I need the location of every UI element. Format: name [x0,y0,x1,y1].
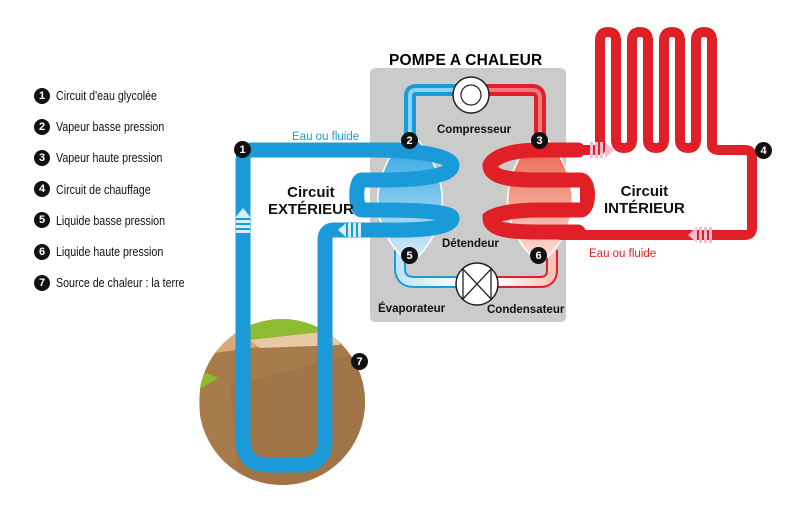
legend-number: 3 [34,149,50,166]
legend-text: Circuit d'eau glycolée [56,88,158,104]
legend-number: 1 [34,87,50,104]
outside-circuit-title: Circuit EXTÉRIEUR [268,184,354,218]
outside-circuit-line1: Circuit [287,184,335,201]
legend-item: 3 Vapeur haute pression [34,142,213,173]
heat-pump-panel [370,68,566,322]
flow-arrow-left-hot [688,227,712,243]
legend-number: 5 [34,212,50,229]
ground-loop-pipe [235,320,333,473]
legend-number: 4 [34,181,50,198]
legend-text: Source de chaleur : la terre [56,275,185,291]
legend-item: 5 Liquide basse pression [34,205,213,236]
diagram-title: POMPE A CHALEUR [389,52,543,69]
inside-circuit-line2: INTÉRIEUR [604,200,685,217]
compressor-label: Compresseur [437,124,512,136]
evaporator-label: Évaporateur [378,303,446,315]
legend-number: 7 [34,274,50,291]
badge-5: 5 [401,247,418,264]
legend-number: 6 [34,243,50,260]
refrigerant-hot-loop [478,84,558,288]
legend-text: Vapeur basse pression [56,119,165,135]
expansion-valve-label: Détendeur [442,238,499,250]
legend-number: 2 [34,118,50,135]
badge-4: 4 [755,142,772,159]
compressor-icon [452,76,490,114]
badge-2: 2 [401,132,418,149]
inside-fluid-label: Eau ou fluide [589,248,657,260]
inside-circuit-line1: Circuit [620,183,669,200]
legend-text: Liquide haute pression [56,244,164,260]
badge-3: 3 [531,132,548,149]
inside-circuit-title: Circuit INTÉRIEUR [604,183,685,217]
refrigerant-cold-loop [394,84,466,288]
inside-circuit-pipe [555,27,757,240]
badge-1: 1 [234,141,251,158]
outside-fluid-label: Eau ou fluide [292,131,360,143]
flow-arrow-right [590,142,614,158]
legend-item: 1 Circuit d'eau glycolée [34,80,213,111]
legend-text: Circuit de chauffage [56,181,151,197]
flow-arrow-left [338,223,361,237]
legend: 1 Circuit d'eau glycolée 2 Vapeur basse pr… [34,80,213,298]
hot-coil [482,142,595,240]
flow-arrow-up [235,208,251,233]
badge-6: 6 [530,247,547,264]
badge-7: 7 [351,353,368,370]
expansion-valve-icon [455,262,499,306]
legend-item: 4 Circuit de chauffage [34,174,213,205]
outside-circuit-line2: EXTÉRIEUR [268,201,354,218]
legend-item: 2 Vapeur basse pression [34,111,213,142]
condenser-label: Condensateur [487,304,565,316]
legend-item: 7 Source de chaleur : la terre [34,267,213,298]
legend-item: 6 Liquide haute pression [34,236,213,267]
legend-text: Liquide basse pression [56,212,166,228]
legend-text: Vapeur haute pression [56,150,163,166]
